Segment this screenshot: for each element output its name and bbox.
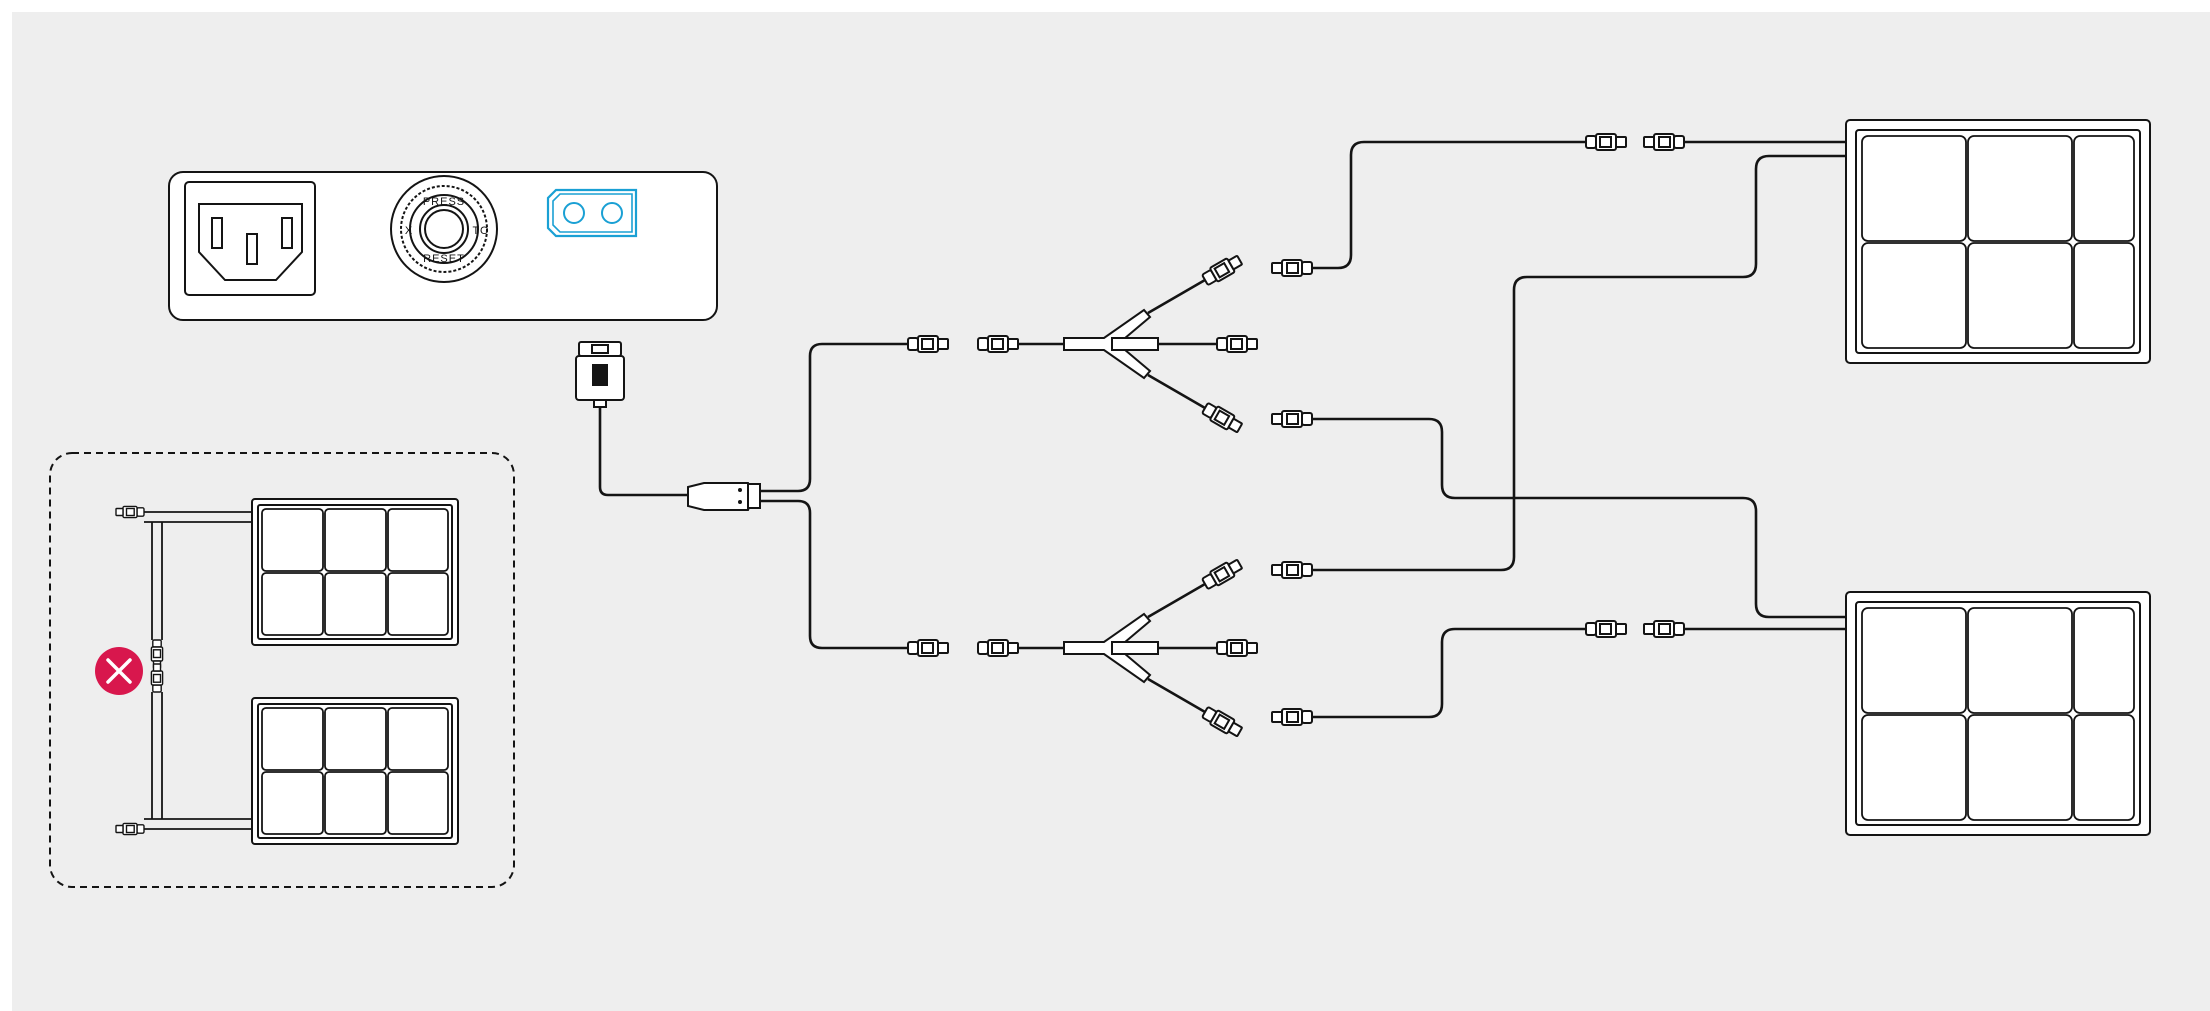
mc4-connector-icon bbox=[1200, 704, 1245, 740]
mc4-connector-icon bbox=[1271, 410, 1313, 428]
solar-extension-cable bbox=[1312, 627, 1586, 719]
reset-breaker-icon[interactable]: PRESS RESET X TO bbox=[390, 175, 498, 283]
mc4-connector-icon bbox=[907, 639, 949, 657]
branch-cable-upper bbox=[760, 342, 908, 493]
reset-label-left: X bbox=[405, 225, 413, 237]
mc4-connector-icon bbox=[1200, 556, 1245, 592]
solar-panel-icon bbox=[1845, 119, 2151, 364]
mc4-connector-icon bbox=[907, 335, 949, 353]
mc4-connector-icon bbox=[977, 639, 1019, 657]
error-x-icon bbox=[95, 647, 143, 695]
mc4-connector-icon bbox=[115, 505, 145, 519]
reset-label-right: TO bbox=[472, 225, 489, 237]
branch-cable-lower bbox=[760, 499, 908, 650]
invalid-connection-example bbox=[49, 452, 515, 888]
reset-label-top: PRESS bbox=[423, 196, 465, 208]
wiring-diagram: PRESS RESET X TO bbox=[49, 119, 2151, 888]
mc4-connector-icon bbox=[1643, 133, 1685, 151]
diagram-canvas: PRESS RESET X TO bbox=[12, 12, 2210, 1011]
y-branch-connector-icon bbox=[687, 482, 761, 511]
y-branch-connector-icon bbox=[1063, 612, 1159, 684]
mc4-connector-icon bbox=[1216, 639, 1258, 657]
reset-label-bottom: RESET bbox=[423, 253, 465, 265]
dc-input-port-icon[interactable] bbox=[546, 188, 638, 238]
mc4-connector-icon bbox=[1200, 252, 1245, 288]
mc4-connector-icon bbox=[1585, 620, 1627, 638]
anderson-plug-icon bbox=[575, 341, 625, 408]
solar-extension-cable bbox=[1312, 140, 1586, 270]
mc4-connector-icon bbox=[1585, 133, 1627, 151]
mc4-connector-icon bbox=[1271, 561, 1313, 579]
ac-inlet-icon bbox=[184, 181, 316, 296]
mc4-connector-icon bbox=[977, 335, 1019, 353]
mc4-connector-icon bbox=[115, 822, 145, 836]
mc4-connector-icon bbox=[1271, 259, 1313, 277]
solar-panel-icon bbox=[1845, 591, 2151, 836]
trunk-cable bbox=[598, 407, 689, 497]
y-branch-connector-icon bbox=[1063, 308, 1159, 380]
solar-panel-icon bbox=[251, 498, 459, 646]
solar-panel-icon bbox=[251, 697, 459, 845]
mc4-connector-icon bbox=[150, 663, 164, 693]
power-station-panel: PRESS RESET X TO bbox=[168, 171, 718, 321]
mc4-connector-icon bbox=[1271, 708, 1313, 726]
solar-extension-cable bbox=[1312, 417, 1846, 619]
mc4-connector-icon bbox=[1216, 335, 1258, 353]
mc4-connector-icon bbox=[1643, 620, 1685, 638]
mc4-connector-icon bbox=[1200, 400, 1245, 436]
solar-extension-cable bbox=[1312, 154, 1846, 572]
